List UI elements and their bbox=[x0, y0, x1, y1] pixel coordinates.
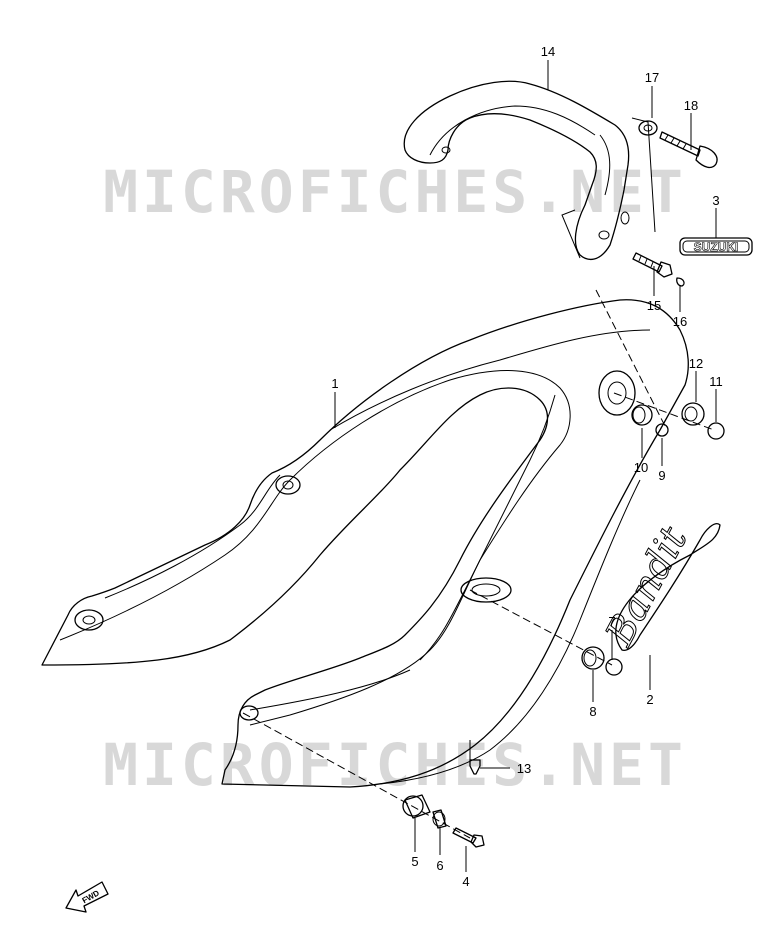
callout-18: 18 bbox=[684, 98, 698, 113]
callout-7: 7 bbox=[608, 614, 615, 629]
cushion-part-12 bbox=[681, 402, 705, 426]
suzuki-emblem-text: SUZUKI bbox=[694, 240, 739, 254]
collar-part-7 bbox=[605, 658, 623, 676]
assembly-line-middle bbox=[469, 589, 613, 666]
callout-11: 11 bbox=[709, 374, 723, 389]
bolt-part-15 bbox=[632, 252, 673, 278]
script-emblem-part-2: Bandit bbox=[596, 518, 721, 654]
callout-15: 15 bbox=[647, 298, 661, 313]
assembly-line-grab-handle bbox=[595, 289, 667, 429]
spacer-part-5 bbox=[402, 794, 431, 819]
screw-part-13 bbox=[469, 759, 481, 775]
bolt-part-18 bbox=[659, 131, 718, 169]
callout-17: 17 bbox=[645, 70, 659, 85]
callout-numbers: 1 2 3 4 5 6 7 8 9 10 11 12 13 14 15 16 1… bbox=[331, 44, 722, 889]
leader-lines bbox=[334, 60, 717, 872]
collar-part-11 bbox=[707, 422, 725, 440]
callout-5: 5 bbox=[411, 854, 418, 869]
callout-2: 2 bbox=[646, 692, 653, 707]
callout-13: 13 bbox=[517, 761, 531, 776]
callout-4: 4 bbox=[462, 874, 469, 889]
callout-16: 16 bbox=[673, 314, 687, 329]
washer-part-16 bbox=[676, 277, 685, 287]
assembly-line-lower bbox=[242, 712, 471, 839]
assembly-line-upper bbox=[613, 392, 715, 431]
collar-part-9 bbox=[655, 423, 669, 437]
callout-9: 9 bbox=[658, 468, 665, 483]
callout-14: 14 bbox=[541, 44, 555, 59]
seat-tail-cover-part-1 bbox=[41, 299, 689, 788]
grab-handle-part-14 bbox=[403, 80, 656, 261]
spacer-part-8 bbox=[581, 646, 605, 670]
spacer-part-10 bbox=[631, 404, 653, 426]
callout-8: 8 bbox=[589, 704, 596, 719]
forward-arrow-icon: FWD bbox=[65, 881, 109, 913]
watermark-top: MICROFICHES.NET bbox=[103, 158, 687, 226]
bolt-part-4 bbox=[452, 827, 485, 848]
washer-part-17 bbox=[638, 120, 658, 136]
callout-1: 1 bbox=[331, 376, 338, 391]
callout-3: 3 bbox=[712, 193, 719, 208]
callout-12: 12 bbox=[689, 356, 703, 371]
callout-10: 10 bbox=[634, 460, 648, 475]
watermark-bottom: MICROFICHES.NET bbox=[103, 731, 687, 799]
collar-part-6 bbox=[432, 809, 447, 829]
suzuki-emblem-part-3: SUZUKI bbox=[679, 237, 753, 256]
callout-6: 6 bbox=[436, 858, 443, 873]
